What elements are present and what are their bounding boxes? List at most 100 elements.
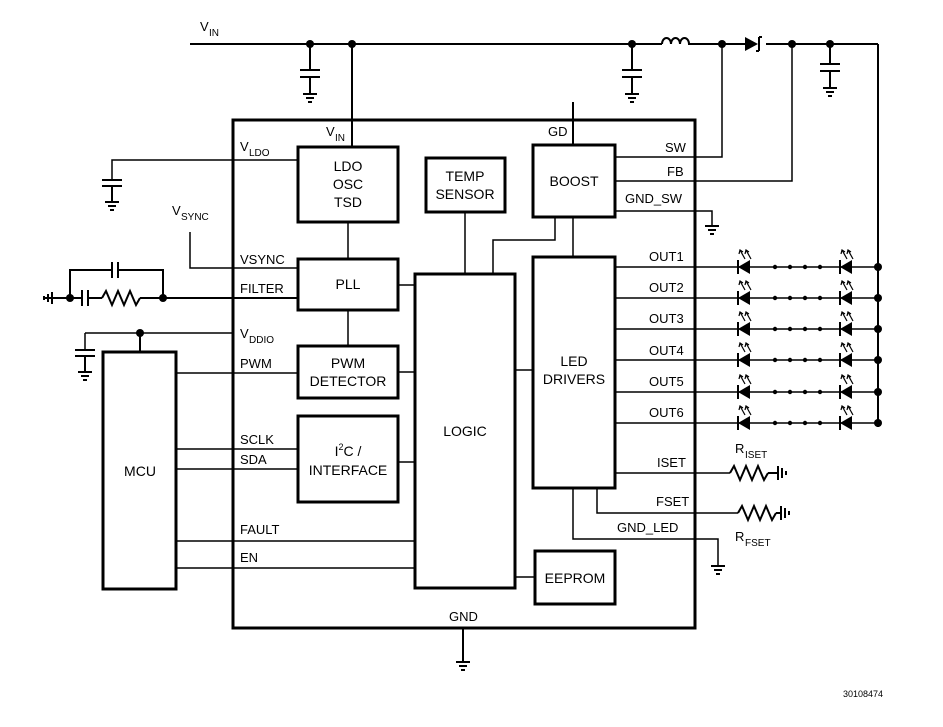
pwm-pin-label: PWM — [240, 356, 272, 371]
continuation-dot — [802, 420, 808, 426]
led-string-4 — [615, 342, 882, 367]
continuation-dot — [802, 326, 808, 332]
vin-pin-label-sub: IN — [335, 133, 345, 144]
fb-pin-label: FB — [667, 164, 684, 179]
led-last-4 — [839, 342, 854, 367]
continuation-dot — [787, 295, 793, 301]
led-first-2 — [737, 280, 752, 305]
gd-pin-label: GD — [548, 124, 568, 139]
continuation-dot — [787, 264, 793, 270]
svg-text:BOOST: BOOST — [549, 173, 598, 189]
vsync-wire — [189, 232, 298, 269]
vldo-pin-label: V — [240, 139, 249, 154]
fb-wire — [615, 44, 793, 182]
continuation-dot — [802, 295, 808, 301]
led-string-5 — [615, 374, 882, 399]
out1-pin-label: OUT1 — [649, 249, 684, 264]
cap-vout — [820, 44, 840, 97]
junction-dot — [874, 325, 882, 333]
led-strings — [615, 249, 882, 430]
led-first-5 — [737, 374, 752, 399]
led-first-1 — [737, 249, 752, 274]
eeprom-block: EEPROM — [533, 549, 617, 606]
led-string-1 — [615, 249, 882, 274]
internal-wiring — [347, 212, 574, 578]
svg-text:MCU: MCU — [124, 463, 156, 479]
led-first-6 — [737, 405, 752, 430]
continuation-dot — [817, 264, 823, 270]
gnd-sw-pin-label: GND_SW — [625, 191, 683, 206]
junction-dot — [874, 263, 882, 271]
fset-network — [596, 488, 790, 523]
svg-text:PWM: PWM — [331, 355, 365, 371]
sclk-pin-label: SCLK — [240, 432, 274, 447]
gnd-led-wiring — [572, 488, 725, 575]
out4-pin-label: OUT4 — [649, 343, 684, 358]
svg-text:SENSOR: SENSOR — [435, 186, 494, 202]
continuation-dot — [772, 357, 778, 363]
svg-text:LED: LED — [560, 353, 587, 369]
continuation-dot — [772, 326, 778, 332]
led-string-6 — [615, 405, 882, 430]
gnd-pin-label: GND — [449, 609, 478, 624]
vin-label-sub: IN — [209, 28, 219, 39]
vldo-pin-label-sub: LDO — [249, 148, 270, 159]
svg-text:PLL: PLL — [336, 276, 361, 292]
cap-vin-1 — [300, 44, 320, 103]
svg-text:OSC: OSC — [333, 176, 363, 192]
boost-block: BOOST — [531, 143, 617, 219]
fset-pin-label: FSET — [656, 494, 689, 509]
vsync-ext-label-sub: SYNC — [181, 212, 209, 223]
led-first-4 — [737, 342, 752, 367]
vddio-pin-label-sub: DDIO — [249, 335, 274, 346]
vddio-pin-label: V — [240, 326, 249, 341]
out2-pin-label: OUT2 — [649, 280, 684, 295]
svg-text:DETECTOR: DETECTOR — [310, 373, 387, 389]
continuation-dot — [817, 389, 823, 395]
iset-pin-label: ISET — [657, 455, 686, 470]
continuation-dot — [802, 357, 808, 363]
sw-wire — [615, 44, 723, 158]
pwm-detector-block: PWM DETECTOR — [296, 344, 400, 400]
temp-sensor-block: TEMP SENSOR — [424, 156, 507, 214]
led-last-6 — [839, 405, 854, 430]
continuation-dot — [772, 389, 778, 395]
figure-code: 30108474 — [843, 689, 883, 699]
continuation-dot — [817, 420, 823, 426]
continuation-dot — [787, 357, 793, 363]
svg-text:TEMP: TEMP — [446, 168, 485, 184]
i2c-interface-block: I2C / INTERFACE — [296, 414, 400, 504]
continuation-dot — [787, 420, 793, 426]
fault-pin-label: FAULT — [240, 522, 280, 537]
pll-block: PLL — [296, 257, 400, 312]
mcu-block: MCU — [101, 350, 178, 591]
inductor — [661, 37, 690, 45]
svg-text:INTERFACE: INTERFACE — [309, 462, 388, 478]
riset-label-sub: ISET — [745, 450, 767, 461]
led-first-3 — [737, 311, 752, 336]
logic-block: LOGIC — [413, 272, 517, 590]
junction-dot — [874, 294, 882, 302]
cap-vldo — [102, 179, 122, 211]
en-pin-label: EN — [240, 550, 258, 565]
vin-label: V — [200, 19, 209, 34]
led-last-2 — [839, 280, 854, 305]
sda-pin-label: SDA — [240, 452, 267, 467]
gnd-led-pin-label: GND_LED — [617, 520, 678, 535]
vsync-pin-label: VSYNC — [240, 252, 285, 267]
svg-text:DRIVERS: DRIVERS — [543, 371, 605, 387]
continuation-dot — [802, 264, 808, 270]
gnd-sw-wiring — [615, 210, 719, 235]
led-string-3 — [615, 311, 882, 336]
out6-pin-label: OUT6 — [649, 405, 684, 420]
svg-text:TSD: TSD — [334, 194, 362, 210]
out5-pin-label: OUT5 — [649, 374, 684, 389]
vsync-ext-label: V — [172, 203, 181, 218]
rfset-label-sub: FSET — [745, 538, 771, 549]
continuation-dot — [787, 389, 793, 395]
cap-vin-2 — [622, 44, 642, 103]
vddio-wiring — [75, 329, 233, 381]
junction-dot — [874, 419, 882, 427]
svg-text:I2C /: I2C / — [335, 442, 362, 459]
svg-text:EEPROM: EEPROM — [545, 570, 606, 586]
